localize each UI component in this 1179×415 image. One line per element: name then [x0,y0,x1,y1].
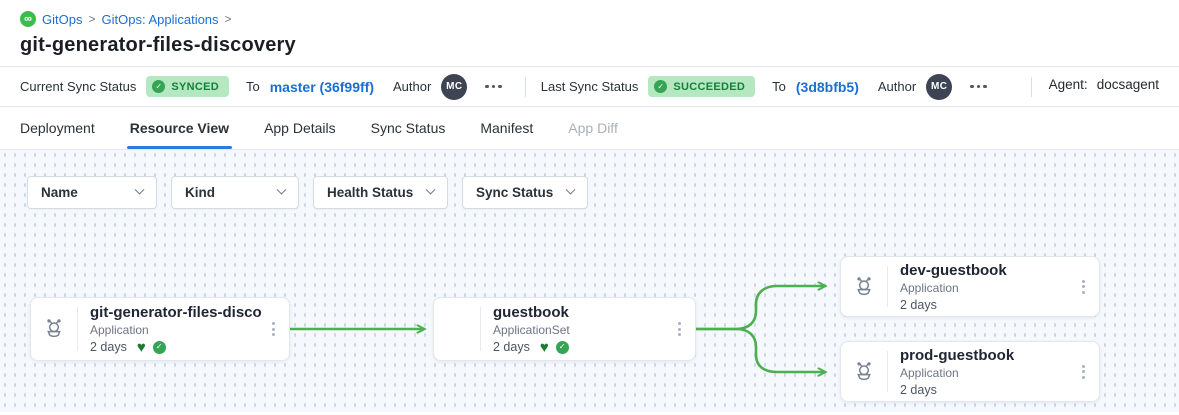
last-sync-badge-text: SUCCEEDED [673,80,746,93]
current-ellipsis-menu-icon[interactable] [477,79,510,95]
last-author-avatar[interactable]: MC [926,73,953,100]
graph-node-prod-guestbook[interactable]: prod-guestbook Application 2 days [840,341,1100,402]
divider [77,307,78,351]
filter-label: Health Status [327,185,414,200]
last-ellipsis-menu-icon[interactable] [962,79,995,95]
last-sync-status-badge: ✓ SUCCEEDED [648,76,756,97]
edge-guestbook-to-prod [694,327,825,372]
node-icon-col [841,342,887,401]
filter-dropdown-name[interactable]: Name [27,176,157,209]
agent-info: Agent: docsagent [1026,76,1159,97]
filter-label: Kind [185,185,215,200]
node-kebab-menu-icon[interactable] [1074,274,1099,300]
chevron-down-icon [276,184,287,195]
filter-dropdown-health-status[interactable]: Health Status [313,176,448,209]
agent-label: Agent: [1048,76,1088,92]
edge-guestbook-to-dev [694,286,825,331]
filter-dropdown-sync-status[interactable]: Sync Status [462,176,588,209]
last-revision-link[interactable]: (3d8bfb5) [795,78,859,95]
argo-application-icon [47,319,61,338]
tab-sync-status[interactable]: Sync Status [370,120,446,136]
node-meta: 2 days ♥ ✓ [493,340,668,355]
divider [1030,76,1032,97]
tab-manifest[interactable]: Manifest [480,120,534,136]
tab-resource-view[interactable]: Resource View [126,107,233,149]
node-age: 2 days [900,297,937,312]
tab-bar: Deployment Resource View App Details Syn… [0,107,1179,150]
node-body: prod-guestbook Application 2 days [888,339,1074,405]
current-author-avatar[interactable]: MC [441,73,468,100]
chevron-down-icon [134,184,145,195]
current-sync-badge-text: SYNCED [171,80,219,93]
page-title: git-generator-files-discovery [20,34,296,56]
node-kebab-menu-icon[interactable] [1074,359,1099,385]
tab-deployment[interactable]: Deployment [20,120,95,136]
node-kind: Application [90,322,149,337]
node-meta: 2 days [900,383,1072,397]
breadcrumb-separator: > [88,12,96,26]
argo-application-icon [857,361,871,380]
filter-label: Name [41,185,78,200]
node-age: 2 days [493,340,530,354]
divider [887,266,888,307]
chevron-down-icon [425,184,436,195]
node-kebab-menu-icon[interactable] [264,316,289,342]
node-kebab-menu-icon[interactable] [670,316,695,342]
last-to-label: To [772,79,786,94]
health-heart-icon: ♥ [136,338,146,356]
node-age: 2 days [900,382,937,397]
synced-check-icon: ✓ [555,340,569,354]
node-meta: 2 days [900,298,1072,312]
node-title: guestbook [493,303,569,321]
filter-label: Sync Status [476,185,554,200]
node-kind: Application [900,365,959,380]
filter-bar: Name Kind Health Status Sync Status [0,150,1179,209]
current-revision-link[interactable]: master (36f99ff) [269,78,374,95]
node-icon-col [841,257,887,316]
breadcrumb: ∞ GitOps > GitOps: Applications > [20,11,1159,27]
node-title: git-generator-files-disco... [90,303,262,321]
divider [524,76,526,97]
argo-application-icon [857,276,871,295]
tab-app-diff: App Diff [568,120,618,136]
node-age: 2 days [90,340,127,354]
divider [480,307,481,351]
node-icon-col [434,298,480,360]
node-icon-col [31,298,77,360]
chevron-down-icon [565,184,576,195]
agent-value: docsagent [1096,76,1159,92]
filter-dropdown-kind[interactable]: Kind [171,176,299,209]
gitops-logo-icon: ∞ [20,11,36,27]
check-circle-icon: ✓ [654,80,668,93]
graph-node-git-generator-files-discovery[interactable]: git-generator-files-disco... Application… [30,297,290,361]
breadcrumb-separator: > [224,12,232,26]
node-title: dev-guestbook [900,261,1007,279]
synced-check-icon: ✓ [152,340,166,354]
graph-node-guestbook[interactable]: guestbook ApplicationSet 2 days ♥ ✓ [433,297,696,361]
last-author-label: Author [877,79,917,94]
current-author-label: Author [392,79,432,94]
node-meta: 2 days ♥ ✓ [90,340,262,355]
current-to-label: To [245,79,260,94]
node-kind: ApplicationSet [493,322,570,337]
breadcrumb-link-applications[interactable]: GitOps: Applications [101,11,219,27]
sync-status-bar: Current Sync Status ✓ SYNCED To master (… [0,66,1179,107]
tab-app-details[interactable]: App Details [264,120,336,136]
check-circle-icon: ✓ [152,80,166,93]
current-sync-status-badge: ✓ SYNCED [146,76,229,97]
node-title: prod-guestbook [900,346,1015,364]
page-header: ∞ GitOps > GitOps: Applications > git-ge… [0,0,1179,66]
health-heart-icon: ♥ [539,338,549,356]
current-sync-status-label: Current Sync Status [20,79,137,94]
resource-graph-canvas: Name Kind Health Status Sync Status [0,150,1179,412]
graph-node-dev-guestbook[interactable]: dev-guestbook Application 2 days [840,256,1100,317]
last-sync-status-label: Last Sync Status [540,79,639,94]
node-body: dev-guestbook Application 2 days [888,254,1074,320]
node-kind: Application [900,280,959,295]
node-body: guestbook ApplicationSet 2 days ♥ ✓ [481,296,670,363]
divider [887,351,888,392]
breadcrumb-link-gitops[interactable]: GitOps [42,11,83,27]
node-body: git-generator-files-disco... Application… [78,296,264,363]
